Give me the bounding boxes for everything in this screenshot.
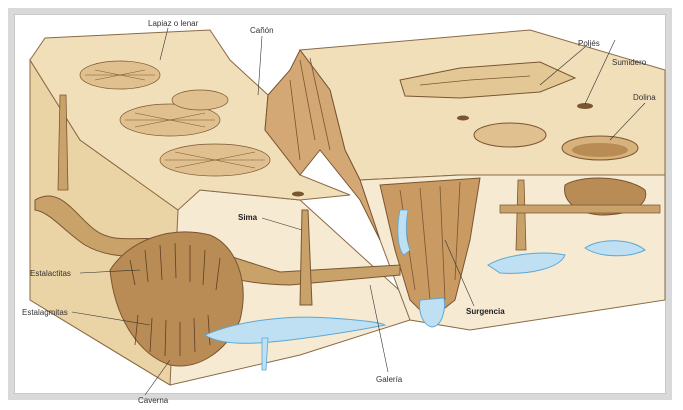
shaft-left: [58, 95, 68, 190]
label-estalactitas: Estalactitas: [30, 269, 71, 278]
label-surgencia: Surgencia: [466, 307, 505, 316]
label-caverna: Caverna: [138, 396, 169, 405]
small-sink: [457, 116, 469, 121]
right-gallery: [500, 205, 660, 213]
label-lapiaz: Lapiaz o lenar: [148, 19, 199, 28]
label-sima: Sima: [238, 213, 258, 222]
label-galeria: Galería: [376, 375, 403, 384]
dolina-hollow: [572, 143, 628, 157]
small-sink-left: [292, 192, 304, 197]
dolina-large: [474, 123, 546, 147]
label-sumidero: Sumidero: [612, 58, 647, 67]
label-dolina: Dolina: [633, 93, 656, 102]
underground-stream: [262, 338, 268, 370]
label-estalagmitas: Estalagmitas: [22, 308, 68, 317]
label-poljes: Poljés: [578, 39, 600, 48]
label-canon: Cañón: [250, 26, 274, 35]
shaft-right: [516, 180, 526, 250]
